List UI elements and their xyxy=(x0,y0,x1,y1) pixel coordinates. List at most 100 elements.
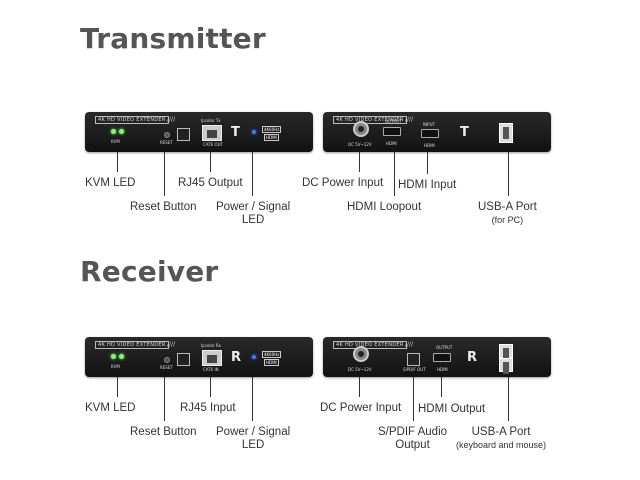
leader-line xyxy=(441,377,442,397)
output-caption: OUTPUT xyxy=(436,345,453,350)
reset-caption: RESET xyxy=(160,365,173,370)
leader-line xyxy=(508,377,509,421)
hdmi-logo: HDMI xyxy=(264,134,279,141)
usb-a-port-1[interactable] xyxy=(499,344,513,360)
leader-line xyxy=(359,152,360,172)
kvm-led-1 xyxy=(111,129,116,134)
hdmi-output-label: HDMI Output xyxy=(418,403,486,415)
usb-b-icon xyxy=(177,128,190,141)
usb-a-port[interactable] xyxy=(499,123,513,143)
input-caption: INPUT xyxy=(423,122,435,127)
receiver-heading: Receiver xyxy=(80,255,219,288)
kvm-led-2 xyxy=(119,129,124,134)
rj45-bottom-caption: CAT6 OUT xyxy=(203,142,223,147)
power-signal-line1: Power / Signal xyxy=(216,426,291,438)
reset-button[interactable] xyxy=(164,357,170,363)
kvm-caption: KVM xyxy=(111,364,120,369)
leader-line xyxy=(164,377,165,421)
transmitter-letter: T xyxy=(231,125,240,140)
leader-line xyxy=(117,377,118,397)
leader-line xyxy=(252,377,253,421)
usb-a-label: USB-A Port (for PC) xyxy=(478,201,537,227)
brand-stripes: //// xyxy=(405,116,414,123)
reset-button-label: Reset Button xyxy=(130,201,197,213)
rj45-port[interactable] xyxy=(202,350,222,366)
leader-line xyxy=(210,377,211,397)
hdmi-output-port[interactable] xyxy=(433,353,451,362)
power-signal-led xyxy=(252,355,256,359)
power-signal-line2: LED xyxy=(241,439,265,451)
leader-line xyxy=(252,152,253,196)
brand-stripes: //// xyxy=(405,341,414,348)
transmitter-letter: T xyxy=(460,125,469,140)
hdmi-caption: HDMI xyxy=(437,367,448,372)
brand-label: 4K HD VIDEO EXTENDER xyxy=(333,341,407,349)
usb-a-line1: USB-A Port xyxy=(471,426,531,438)
leader-line xyxy=(394,152,395,196)
leader-line xyxy=(508,152,509,196)
receiver-back-panel: 4K HD VIDEO EXTENDER //// DC 5V~12V S/PD… xyxy=(323,337,551,377)
dc-power-label: DC Power Input xyxy=(302,177,384,189)
brand-label: 4K HD VIDEO EXTENDER xyxy=(95,116,169,124)
hdmi-caption-1: HDMI xyxy=(386,141,397,146)
rj45-port[interactable] xyxy=(202,125,222,141)
kvm-led-label: KVM LED xyxy=(85,177,136,189)
usb-a-sub: (keyboard and mouse) xyxy=(456,440,547,450)
receiver-letter: R xyxy=(467,350,478,365)
kvm-led-label: KVM LED xyxy=(85,402,136,414)
leader-line xyxy=(164,152,165,196)
hdmi-input-label: HDMI Input xyxy=(398,179,457,191)
rj45-top-caption: Ipcolor Rx xyxy=(201,343,221,348)
leader-line xyxy=(427,152,428,174)
hdmi-loopout-label: HDMI Loopout xyxy=(347,201,422,213)
hdmi-loopout-port[interactable] xyxy=(383,127,401,136)
brand-label: 4K HD VIDEO EXTENDER xyxy=(95,341,169,349)
leader-line xyxy=(359,377,360,397)
power-signal-label: Power / Signal LED xyxy=(216,426,290,452)
4k60-badge: 4K60Hz xyxy=(262,351,282,358)
usb-a-label: USB-A Port (keyboard and mouse) xyxy=(456,426,546,452)
spdif-line2: Output xyxy=(395,439,430,451)
spdif-port[interactable] xyxy=(407,353,420,366)
spdif-caption: S/PDIF OUT xyxy=(403,367,426,372)
hdmi-input-port[interactable] xyxy=(421,129,439,138)
power-signal-led xyxy=(252,130,256,134)
power-signal-line1: Power / Signal xyxy=(216,201,291,213)
transmitter-back-panel: 4K HD VIDEO EXTENDER //// DC 5V~12V OUTP… xyxy=(323,112,551,152)
power-signal-line2: LED xyxy=(241,214,265,226)
power-signal-label: Power / Signal LED xyxy=(216,201,290,227)
dc-power-jack[interactable] xyxy=(353,346,369,362)
reset-button[interactable] xyxy=(164,132,170,138)
transmitter-heading: Transmitter xyxy=(80,22,266,55)
hdmi-logo: HDMI xyxy=(264,359,279,366)
dc-caption: DC 5V~12V xyxy=(348,367,372,372)
rj45-input-label: RJ45 Input xyxy=(180,402,236,414)
receiver-letter: R xyxy=(231,350,242,365)
usb-a-port-2[interactable] xyxy=(499,358,513,374)
dc-power-label: DC Power Input xyxy=(320,402,402,414)
transmitter-front-panel: 4K HD VIDEO EXTENDER //// KVM RESET Ipco… xyxy=(85,112,313,152)
kvm-led-2 xyxy=(119,354,124,359)
usb-a-line1: USB-A Port xyxy=(478,201,537,213)
4k60-badge: 4K60Hz xyxy=(262,126,282,133)
rj45-top-caption: Ipcolor Tx xyxy=(201,118,221,123)
leader-line xyxy=(117,152,118,172)
spdif-label: S/PDIF Audio Output xyxy=(378,426,447,452)
dc-power-jack[interactable] xyxy=(353,121,369,137)
usb-a-sub: (for PC) xyxy=(491,215,524,225)
spdif-line1: S/PDIF Audio xyxy=(378,426,448,438)
kvm-caption: KVM xyxy=(111,139,120,144)
leader-line xyxy=(210,152,211,172)
brand-label: 4K HD VIDEO EXTENDER xyxy=(333,116,407,124)
kvm-led-1 xyxy=(111,354,116,359)
output-caption: OUTPUT xyxy=(385,119,402,124)
receiver-front-panel: 4K HD VIDEO EXTENDER //// KVM RESET Ipco… xyxy=(85,337,313,377)
rj45-bottom-caption: CAT6 IN xyxy=(203,367,219,372)
leader-line xyxy=(413,377,414,421)
reset-caption: RESET xyxy=(160,140,173,145)
hdmi-caption-2: HDMI xyxy=(424,143,435,148)
reset-button-label: Reset Button xyxy=(130,426,197,438)
rj45-output-label: RJ45 Output xyxy=(178,177,243,189)
usb-b-icon xyxy=(177,353,190,366)
brand-stripes: //// xyxy=(167,116,176,123)
